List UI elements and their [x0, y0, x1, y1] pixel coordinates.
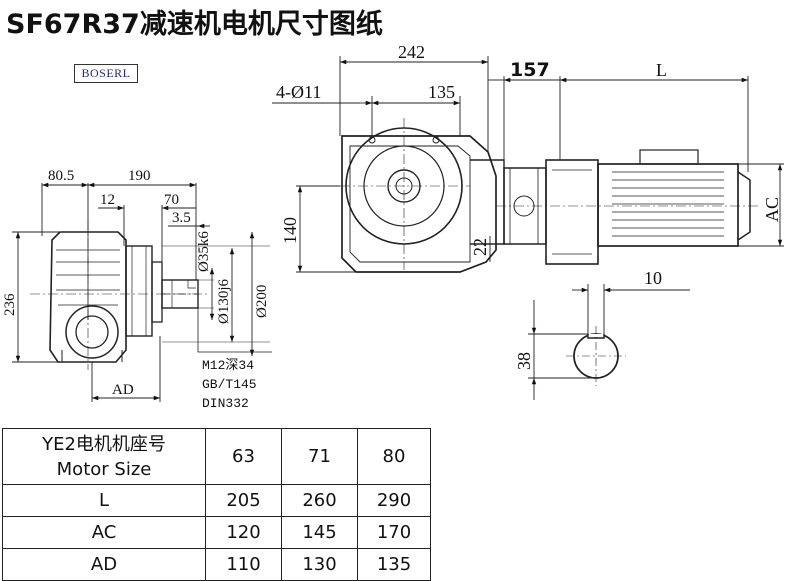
table-cell: 260	[281, 484, 358, 517]
side-view-dimensions	[12, 182, 272, 402]
front-view-dimensions	[272, 56, 784, 273]
table-cell: 170	[357, 516, 431, 549]
table-row: AD 110 130 135	[2, 548, 431, 581]
brand-logo: BOSERL	[74, 64, 138, 83]
table-header-size: 80	[357, 428, 431, 485]
dim-80-5: 80.5	[48, 168, 74, 184]
front-view	[340, 118, 760, 273]
note-standard-gb: GB/T145	[202, 377, 257, 392]
table-cell: 290	[357, 484, 431, 517]
table-header-row: YE2电机机座号 Motor Size 63 71 80	[2, 428, 431, 485]
motor-size-table: YE2电机机座号 Motor Size 63 71 80 L 205 260 2…	[2, 428, 431, 581]
dim-140: 140	[280, 217, 300, 244]
table-row-label: L	[2, 484, 206, 517]
shaft-section	[566, 326, 626, 386]
note-thread: M12深34	[202, 358, 254, 373]
table-row: L 205 260 290	[2, 484, 431, 517]
dim-3-5: 3.5	[172, 210, 191, 226]
table-header-size: 63	[205, 428, 282, 485]
table-header-label-en: Motor Size	[56, 458, 152, 480]
dim-4-holes-11: 4-Ø11	[276, 82, 321, 102]
table-row: AC 120 145 170	[2, 516, 431, 549]
dim-key-width-10: 10	[644, 268, 662, 288]
dim-shaft-38: 38	[514, 352, 534, 370]
table-row-label: AC	[2, 516, 206, 549]
table-cell: 145	[281, 516, 358, 549]
table-header-label: YE2电机机座号 Motor Size	[2, 428, 206, 485]
dim-190: 190	[128, 168, 151, 184]
table-cell: 110	[205, 548, 282, 581]
table-header-label-cn: YE2电机机座号	[42, 433, 166, 455]
dim-12: 12	[100, 192, 115, 208]
dim-diameter-35: Ø35k6	[196, 231, 212, 272]
dim-diameter-130: Ø130j6	[216, 279, 232, 325]
table-cell: 135	[357, 548, 431, 581]
shaft-section-dimensions	[528, 284, 690, 400]
dim-70: 70	[164, 192, 179, 208]
page-title: SF67R37减速机电机尺寸图纸	[6, 9, 383, 40]
dim-L: L	[656, 60, 667, 80]
table-header-size: 71	[281, 428, 358, 485]
table-cell: 130	[281, 548, 358, 581]
dim-242: 242	[398, 42, 425, 62]
dim-AD: AD	[112, 382, 134, 398]
dim-22: 22	[470, 238, 490, 256]
note-standard-din: DIN332	[202, 396, 249, 411]
dim-236: 236	[2, 293, 18, 316]
table-cell: 205	[205, 484, 282, 517]
dim-diameter-200: Ø200	[254, 285, 270, 318]
dim-135: 135	[428, 82, 455, 102]
table-cell: 120	[205, 516, 282, 549]
dim-157: 157	[510, 59, 550, 81]
side-view	[30, 220, 210, 370]
dim-AC: AC	[762, 197, 782, 222]
table-row-label: AD	[2, 548, 206, 581]
